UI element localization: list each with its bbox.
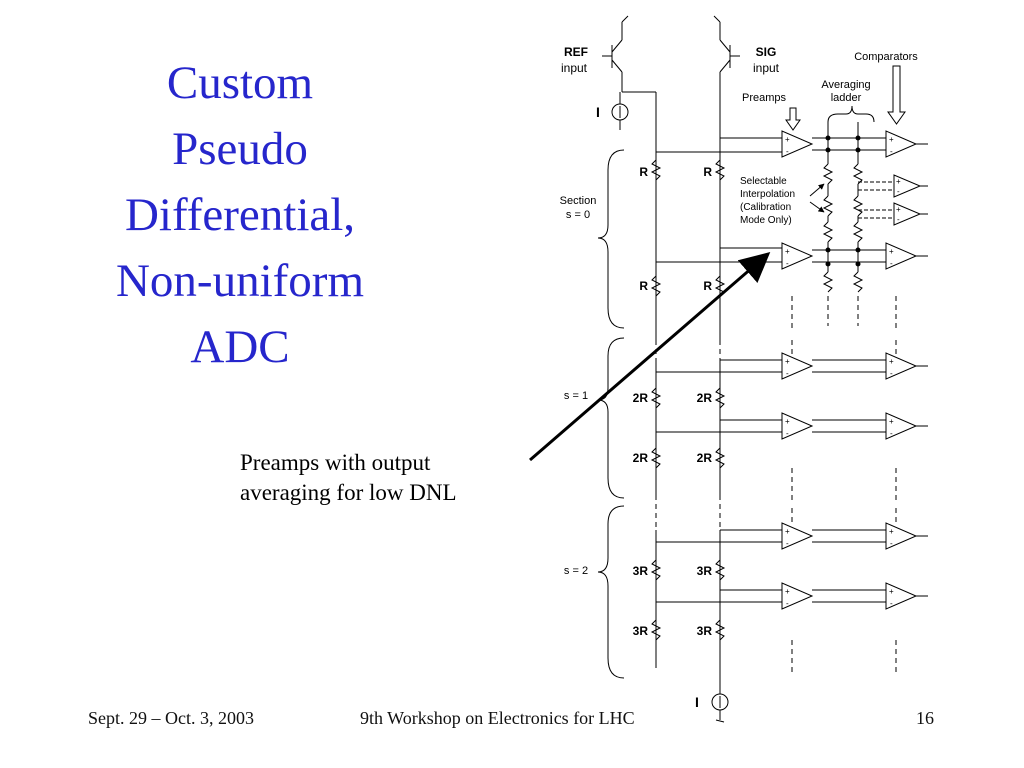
opamp-plus: + [889, 357, 894, 366]
opamp-minus: - [897, 187, 900, 196]
resistor-label: 3R [633, 564, 649, 578]
comparators-label: Comparators [854, 51, 918, 63]
current-source-label: I [596, 104, 600, 120]
resistor-label: 2R [697, 451, 713, 465]
opamp-plus: + [785, 357, 790, 366]
opamp-minus: - [890, 147, 893, 156]
opamp-minus: - [890, 429, 893, 438]
opamp-minus: - [786, 429, 789, 438]
opamp-minus: - [786, 147, 789, 156]
opamp-plus: + [896, 205, 901, 214]
slide-title: Custom Pseudo Differential, Non-uniform … [40, 50, 440, 380]
resistor-label: 3R [633, 624, 649, 638]
sig-label-sub: input [753, 61, 780, 75]
footer-event: 9th Workshop on Electronics for LHC [360, 708, 635, 728]
section-label: s = 2 [564, 565, 588, 577]
opamp-plus: + [896, 177, 901, 186]
note-line: averaging for low DNL [240, 480, 457, 505]
title-line: Pseudo [172, 123, 308, 175]
pointer-arrow [529, 252, 771, 462]
opamp-minus: - [890, 369, 893, 378]
section-label: s = 1 [564, 390, 588, 402]
opamp-plus: + [889, 587, 894, 596]
ref-label-sub: input [561, 61, 588, 75]
opamp-minus: - [786, 259, 789, 268]
section-label: s = 0 [566, 209, 590, 221]
ref-label: REF [564, 45, 588, 59]
resistor-label: 3R [697, 624, 713, 638]
note-line: Preamps with output [240, 450, 431, 475]
title-line: Non-uniform [115, 255, 364, 307]
resistor-label: 3R [697, 564, 713, 578]
opamp-minus: - [890, 259, 893, 268]
sig-label: SIG [756, 45, 777, 59]
opamp-plus: + [785, 527, 790, 536]
opamp-plus: + [889, 417, 894, 426]
title-line: Custom [166, 57, 314, 109]
opamp-plus: + [889, 527, 894, 536]
opamp-plus: + [889, 247, 894, 256]
opamp-minus: - [786, 599, 789, 608]
interp-label: Selectable [740, 176, 787, 187]
resistor-label: R [703, 279, 712, 293]
resistor-label: 2R [697, 391, 713, 405]
opamp-plus: + [785, 417, 790, 426]
resistor-label: 2R [633, 451, 649, 465]
title-line: ADC [190, 321, 290, 373]
section-label: Section [560, 195, 597, 207]
title-line: Differential, [124, 189, 356, 241]
resistor-label: R [639, 165, 648, 179]
preamps-label: Preamps [742, 92, 787, 104]
interp-label: Interpolation [740, 189, 795, 200]
ref-transistor [602, 15, 629, 92]
opamp-plus: + [785, 247, 790, 256]
opamp-plus: + [889, 135, 894, 144]
opamp-plus: + [785, 135, 790, 144]
opamp-minus: - [897, 215, 900, 224]
resistor-label: R [639, 279, 648, 293]
footer-page-number: 16 [916, 708, 934, 728]
annotation-note: Preamps with output averaging for low DN… [240, 448, 457, 508]
interp-label: (Calibration [740, 202, 791, 213]
opamp-minus: - [890, 599, 893, 608]
opamp-minus: - [890, 539, 893, 548]
averaging-label: Averaging [821, 79, 870, 91]
interp-label: Mode Only) [740, 215, 792, 226]
averaging-label-sub: ladder [831, 92, 862, 104]
resistor-label: R [703, 165, 712, 179]
opamp-minus: - [786, 539, 789, 548]
resistor-label: 2R [633, 391, 649, 405]
current-source-label-bottom: I [695, 694, 699, 710]
opamp-plus: + [785, 587, 790, 596]
footer-date: Sept. 29 – Oct. 3, 2003 [88, 708, 254, 728]
opamp-minus: - [786, 369, 789, 378]
